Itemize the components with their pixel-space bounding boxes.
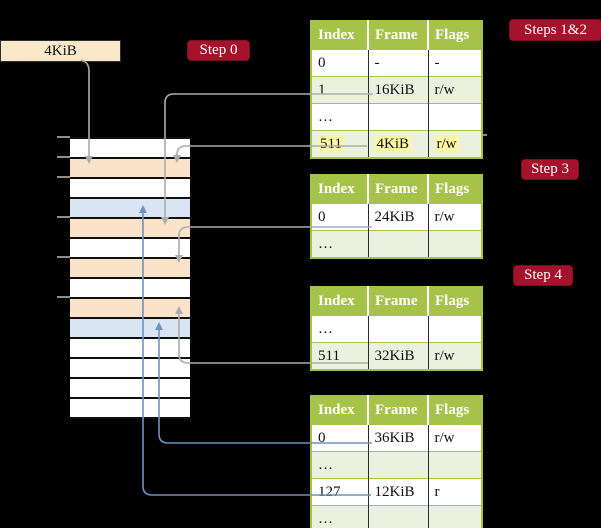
pte-index: … bbox=[318, 320, 333, 337]
memory-column bbox=[70, 137, 190, 419]
pte-row: … bbox=[311, 315, 482, 343]
col-header-flags: Flags bbox=[428, 175, 482, 204]
table-header-row: Index Frame Flags bbox=[311, 21, 482, 50]
pte-index: … bbox=[318, 456, 333, 473]
pte-row: 511 32KiB r/w bbox=[311, 342, 482, 370]
memory-tick bbox=[57, 256, 70, 258]
pte-index: … bbox=[318, 510, 333, 527]
memory-frame-row bbox=[70, 219, 190, 239]
table-header-row: Index Frame Flags bbox=[311, 396, 482, 425]
pte-flags: r bbox=[434, 483, 440, 500]
pte-index: 1 bbox=[318, 81, 326, 98]
pte-row: 0 24KiB r/w bbox=[311, 203, 482, 231]
pte-row: … bbox=[311, 230, 482, 258]
badge-step-0: Step 0 bbox=[187, 40, 250, 61]
pte-row: … bbox=[311, 451, 482, 479]
page-table-level2-step3: Index Frame Flags 0 24KiB r/w … bbox=[310, 174, 483, 259]
memory-frame-row bbox=[70, 379, 190, 399]
page-size-box: 4KiB bbox=[0, 40, 121, 62]
pte-index: … bbox=[318, 235, 333, 252]
memory-frame-row bbox=[70, 399, 190, 419]
col-header-flags: Flags bbox=[428, 287, 482, 316]
memory-tick bbox=[57, 296, 70, 298]
col-header-flags: Flags bbox=[428, 21, 482, 50]
badge-step-3: Step 3 bbox=[521, 159, 579, 180]
pte-flags: r/w bbox=[434, 429, 455, 446]
pte-row: … bbox=[311, 505, 482, 528]
memory-tick bbox=[57, 136, 70, 138]
pte-flags: r/w bbox=[434, 135, 459, 152]
page-table-level2-final: Index Frame Flags 0 36KiB r/w … 127 12Ki… bbox=[310, 395, 483, 528]
badge-steps-1-2: Steps 1&2 bbox=[509, 19, 601, 41]
pte-flags: r/w bbox=[434, 208, 455, 225]
col-header-frame: Frame bbox=[368, 287, 429, 316]
pte-frame: 32KiB bbox=[374, 347, 415, 364]
memory-frame-row bbox=[70, 199, 190, 219]
memory-frame-row bbox=[70, 239, 190, 259]
pte-frame: - bbox=[374, 54, 380, 71]
pte-flags: r/w bbox=[434, 81, 455, 98]
pte-row-highlighted: 511 4KiB r/w bbox=[311, 130, 482, 158]
pte-row: 0 - - bbox=[311, 49, 482, 77]
pte-index: … bbox=[318, 108, 333, 125]
memory-tick bbox=[57, 156, 70, 158]
memory-tick bbox=[57, 216, 70, 218]
table-header-row: Index Frame Flags bbox=[311, 175, 482, 204]
table-header-row: Index Frame Flags bbox=[311, 287, 482, 316]
col-header-index: Index bbox=[311, 396, 369, 425]
pte-row: 1 16KiB r/w bbox=[311, 76, 482, 104]
memory-frame-row bbox=[70, 279, 190, 299]
pte-frame: 4KiB bbox=[374, 135, 412, 152]
pte-index: 0 bbox=[318, 429, 326, 446]
pte-flags: r/w bbox=[434, 347, 455, 364]
badge-step-4: Step 4 bbox=[513, 265, 573, 286]
pte-index: 0 bbox=[318, 208, 326, 225]
memory-frame-row bbox=[70, 139, 190, 159]
col-header-index: Index bbox=[311, 175, 369, 204]
col-header-frame: Frame bbox=[368, 175, 429, 204]
pte-row: 127 12KiB r bbox=[311, 478, 482, 506]
col-header-frame: Frame bbox=[368, 396, 429, 425]
memory-tick bbox=[57, 176, 70, 178]
col-header-flags: Flags bbox=[428, 396, 482, 425]
pte-flags: - bbox=[434, 54, 440, 71]
pte-row: 0 36KiB r/w bbox=[311, 424, 482, 452]
pte-index: 127 bbox=[318, 483, 341, 500]
page-size-label: 4KiB bbox=[44, 43, 77, 59]
memory-frame-row bbox=[70, 299, 190, 319]
col-header-index: Index bbox=[311, 287, 369, 316]
page-table-level1: Index Frame Flags 0 - - 1 16KiB r/w … bbox=[310, 20, 483, 159]
pte-frame: 36KiB bbox=[374, 429, 415, 446]
memory-frame-row bbox=[70, 179, 190, 199]
memory-frame-row bbox=[70, 159, 190, 179]
col-header-frame: Frame bbox=[368, 21, 429, 50]
memory-frame-row bbox=[70, 259, 190, 279]
pte-frame: 24KiB bbox=[374, 208, 415, 225]
pte-index: 0 bbox=[318, 54, 326, 71]
pte-index: 511 bbox=[318, 347, 340, 364]
page-table-level2-step4: Index Frame Flags … 511 32KiB r/w bbox=[310, 286, 483, 371]
pte-frame: 12KiB bbox=[374, 483, 415, 500]
memory-frame-row bbox=[70, 319, 190, 339]
pte-frame: 16KiB bbox=[374, 81, 415, 98]
col-header-index: Index bbox=[311, 21, 369, 50]
pte-index: 511 bbox=[318, 135, 344, 152]
memory-frame-row bbox=[70, 339, 190, 359]
memory-frame-row bbox=[70, 359, 190, 379]
pte-row: … bbox=[311, 103, 482, 131]
